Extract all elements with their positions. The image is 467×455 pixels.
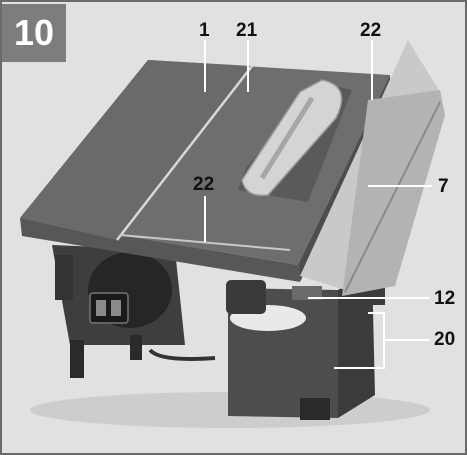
base-foot xyxy=(300,398,330,420)
callout-22-top: 22 xyxy=(360,20,382,41)
blade-slot xyxy=(116,65,253,241)
figure-number: 10 xyxy=(13,12,55,53)
figure-number-box xyxy=(2,4,66,62)
cable xyxy=(148,348,216,361)
callout-1: 1 xyxy=(199,20,210,41)
blade-guard-ribs xyxy=(259,96,315,180)
table-edge-highlight xyxy=(119,234,291,251)
callout-12: 12 xyxy=(434,288,456,309)
locking-knob xyxy=(226,280,266,314)
callout-21: 21 xyxy=(236,20,258,41)
callout-7: 7 xyxy=(438,176,449,197)
table-left-panel xyxy=(20,60,252,240)
rear-left-leg xyxy=(130,335,142,360)
leader-lines xyxy=(204,40,432,369)
table-edge-front xyxy=(20,218,300,282)
fence-lock xyxy=(292,286,322,300)
fence-groove xyxy=(344,101,441,293)
switch-right xyxy=(111,300,121,316)
front-left-leg xyxy=(70,340,84,378)
callout-22-mid: 22 xyxy=(193,174,215,195)
side-clamp xyxy=(55,255,73,300)
callout-20: 20 xyxy=(434,329,456,350)
base-side xyxy=(338,268,375,418)
switch-left xyxy=(96,300,106,316)
switch-panel xyxy=(89,292,129,324)
